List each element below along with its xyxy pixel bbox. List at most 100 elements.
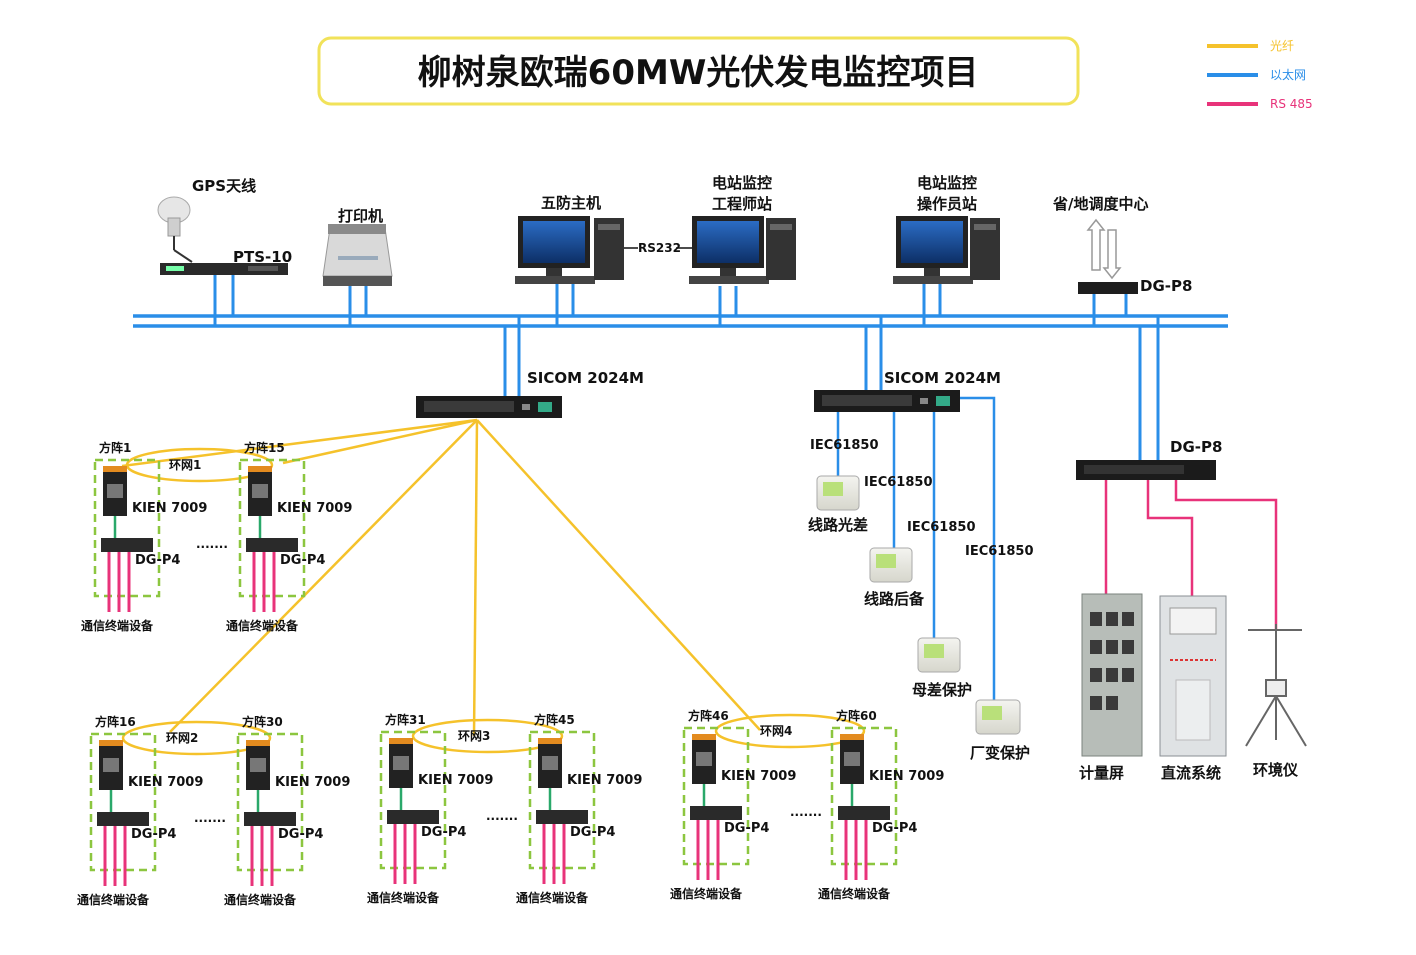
legend-rs485-label: RS 485 xyxy=(1270,97,1313,111)
dispatch-arrows-icon xyxy=(1086,218,1122,280)
dgp4-label: DG-P4 xyxy=(280,553,325,568)
legend-ethernet-label: 以太网 xyxy=(1270,67,1306,82)
kien-label: KIEN 7009 xyxy=(418,773,493,788)
dgp4-label: DG-P4 xyxy=(421,825,466,840)
kien-label: KIEN 7009 xyxy=(277,501,352,516)
dgp8-top-label: DG-P8 xyxy=(1140,277,1192,295)
kien-label: KIEN 7009 xyxy=(869,769,944,784)
array-label: 方阵30 xyxy=(242,714,283,729)
dgp4-device xyxy=(246,538,298,552)
terminal-label: 通信终端设备 xyxy=(367,890,440,905)
relay-line-backup xyxy=(869,547,913,583)
legend-fiber-label: 光纤 xyxy=(1270,39,1294,53)
dc-system-label: 直流系统 xyxy=(1161,764,1221,782)
fiber-ring xyxy=(121,720,272,756)
kien-label: KIEN 7009 xyxy=(275,775,350,790)
dgp4-label: DG-P4 xyxy=(278,827,323,842)
fiber-links xyxy=(121,418,761,737)
array-label: 方阵46 xyxy=(688,708,729,723)
iec-label-3: IEC61850 xyxy=(907,520,976,535)
relay-busbar xyxy=(917,637,961,673)
array-label: 方阵1 xyxy=(99,440,131,455)
gps-antenna xyxy=(157,196,193,263)
weather-station-icon xyxy=(1245,624,1307,747)
engineer-label-line2: 工程师站 xyxy=(712,195,772,213)
pts-10-device xyxy=(160,263,288,275)
diagram-title: 柳树泉欧瑞60MW光伏发电监控项目 xyxy=(418,53,979,93)
wufang-computer xyxy=(515,216,624,284)
protection-links xyxy=(836,396,996,705)
array-label: 方阵31 xyxy=(385,712,426,727)
title-box xyxy=(317,36,1080,106)
ring-label: 环网2 xyxy=(166,731,198,745)
dgp4-device xyxy=(387,810,439,824)
terminal-label: 通信终端设备 xyxy=(81,618,154,633)
backbone-drops xyxy=(213,274,1160,460)
ellipsis-dots: ....... xyxy=(486,809,518,823)
iec-label-1: IEC61850 xyxy=(810,438,879,453)
kien-label: KIEN 7009 xyxy=(567,773,642,788)
fiber-ring xyxy=(714,713,866,749)
relay-line-backup-label: 线路后备 xyxy=(864,590,925,608)
dc-system-cabinet xyxy=(1159,595,1227,757)
legend: 光纤 以太网 RS 485 xyxy=(1207,39,1313,111)
wufang-label: 五防主机 xyxy=(541,194,601,212)
printer-device xyxy=(322,224,393,286)
kien-label: KIEN 7009 xyxy=(721,769,796,784)
relay-station-transformer xyxy=(975,699,1021,735)
kien-label: KIEN 7009 xyxy=(132,501,207,516)
terminal-label: 通信终端设备 xyxy=(77,892,150,907)
relay-line-diff xyxy=(816,475,860,511)
dgp4-device xyxy=(838,806,890,820)
engineer-label-line1: 电站监控 xyxy=(712,174,772,192)
ethernet-backbone xyxy=(133,314,1228,328)
switch-right-device xyxy=(814,390,960,412)
operator-label-line1: 电站监控 xyxy=(917,174,977,192)
relay-station-transformer-label: 厂变保护 xyxy=(970,744,1030,762)
dgp8-right-device xyxy=(1076,460,1216,480)
ellipsis-dots: ....... xyxy=(790,805,822,819)
switch-right-label: SICOM 2024M xyxy=(884,369,1001,387)
relay-busbar-label: 母差保护 xyxy=(912,681,972,699)
dgp4-label: DG-P4 xyxy=(570,825,615,840)
terminal-label: 通信终端设备 xyxy=(516,890,589,905)
kien-label: KIEN 7009 xyxy=(128,775,203,790)
ring-label: 环网3 xyxy=(458,729,490,743)
array-label: 方阵60 xyxy=(836,708,877,723)
dgp4-label: DG-P4 xyxy=(131,827,176,842)
ring-label: 环网4 xyxy=(760,724,792,738)
terminal-label: 通信终端设备 xyxy=(226,618,299,633)
dgp4-label: DG-P4 xyxy=(724,821,769,836)
printer-label: 打印机 xyxy=(338,207,383,225)
dgp4-label: DG-P4 xyxy=(872,821,917,836)
terminal-label: 通信终端设备 xyxy=(818,886,891,901)
weather-station-label: 环境仪 xyxy=(1253,761,1299,779)
metering-cabinet xyxy=(1081,593,1143,757)
iec-label-4: IEC61850 xyxy=(965,544,1034,559)
dgp4-label: DG-P4 xyxy=(135,553,180,568)
terminal-label: 通信终端设备 xyxy=(224,892,297,907)
metering-cabinet-label: 计量屏 xyxy=(1079,764,1124,782)
operator-label-line2: 操作员站 xyxy=(917,195,977,213)
dgp8-top-device xyxy=(1078,282,1138,294)
dgp4-device xyxy=(97,812,149,826)
array-label: 方阵45 xyxy=(534,712,575,727)
ring-label: 环网1 xyxy=(169,458,201,472)
rs485-links-cabinets xyxy=(1104,480,1278,630)
engineer-computer xyxy=(689,216,796,284)
gps-label: GPS天线 xyxy=(192,177,256,195)
fiber-ring xyxy=(411,718,564,754)
dgp4-device xyxy=(690,806,742,820)
dgp4-device xyxy=(244,812,296,826)
